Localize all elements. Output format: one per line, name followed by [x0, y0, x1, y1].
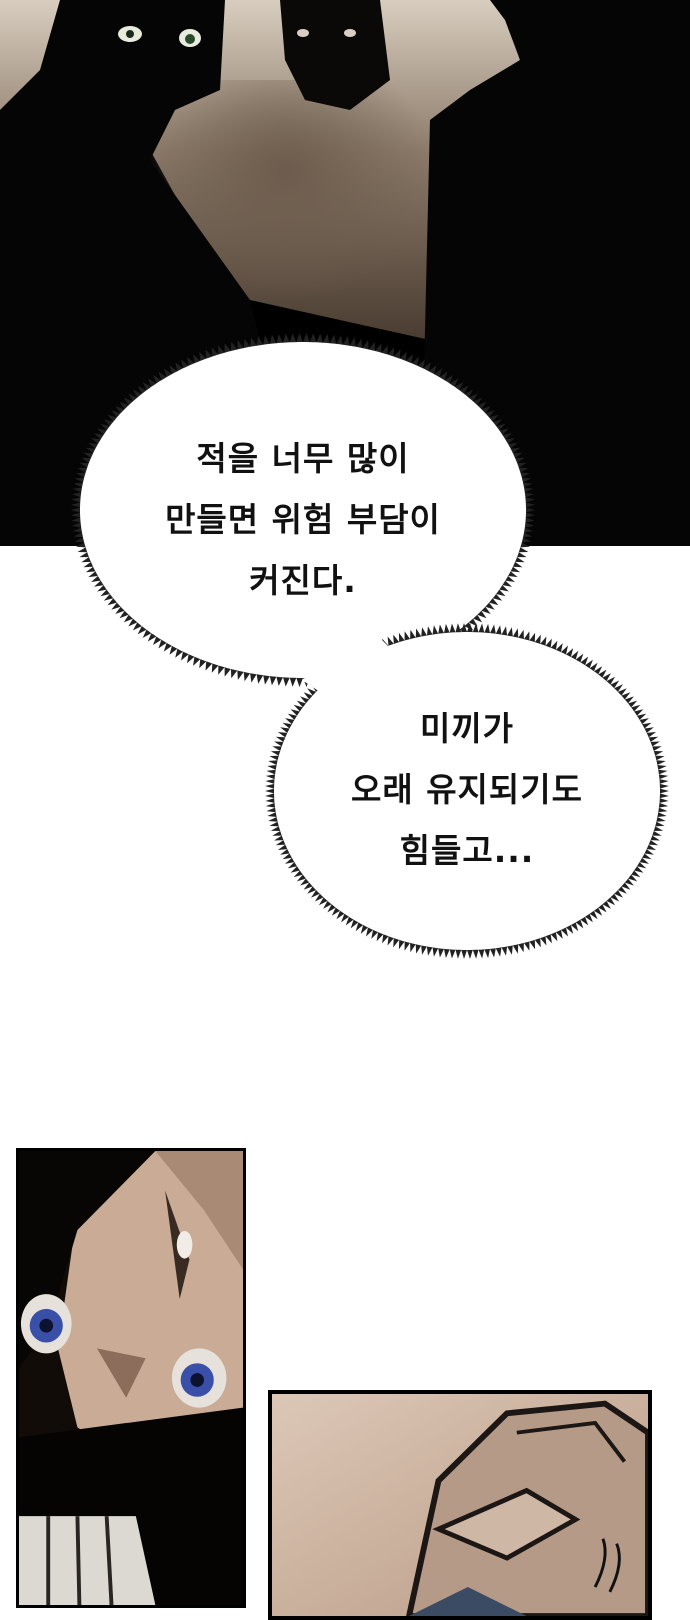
dialogue-line: 미끼가 — [419, 709, 515, 748]
bubble-connector — [302, 630, 402, 700]
speech-bubble-outline — [71, 333, 535, 687]
speech-bubble-outline — [265, 623, 669, 959]
hand-closeup-panel — [268, 1390, 652, 1620]
speech-bubble-2: 미끼가 오래 유지되기도 힘들고... — [262, 620, 672, 962]
silhouette-panel — [0, 0, 690, 546]
motion-lines-icon — [593, 1538, 621, 1593]
dialogue-line: 오래 유지되기도 — [350, 770, 583, 809]
dialogue-line: 힘들고... — [399, 831, 535, 870]
figure-eye — [344, 29, 356, 37]
face-artwork — [19, 1151, 243, 1605]
dialogue-line: 적을 너무 많이 — [196, 439, 410, 478]
dialogue-line: 커진다. — [249, 561, 357, 600]
bubble-body — [80, 342, 526, 678]
teeth — [19, 1516, 156, 1605]
hair-silhouette — [19, 1151, 156, 1369]
speech-bubble-1: 적을 너무 많이 만들면 위험 부담이 커진다. — [68, 330, 538, 690]
silhouette-artwork — [0, 0, 690, 546]
bubble-body — [274, 632, 660, 950]
figure-eye — [297, 29, 309, 37]
middle-figure-silhouette — [280, 0, 390, 110]
speech-bubble-text: 적을 너무 많이 만들면 위험 부담이 커진다. — [68, 428, 538, 611]
hand-artwork — [272, 1394, 648, 1616]
face-closeup-panel — [16, 1148, 246, 1608]
dialogue-line: 만들면 위험 부담이 — [165, 500, 441, 539]
speech-bubble-text: 미끼가 오래 유지되기도 힘들고... — [262, 698, 672, 881]
